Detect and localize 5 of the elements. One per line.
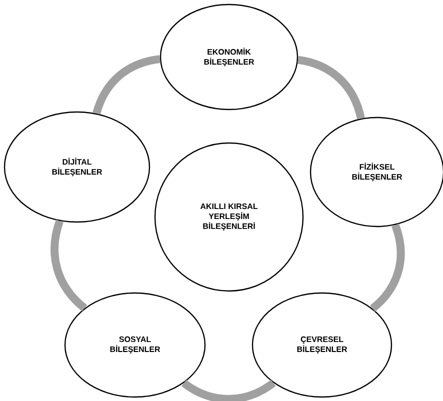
ring-arc [92,55,161,115]
ring-arc [297,56,365,120]
ring-arc [182,380,276,401]
ring-arc [370,224,405,312]
ring-arc [50,220,88,312]
